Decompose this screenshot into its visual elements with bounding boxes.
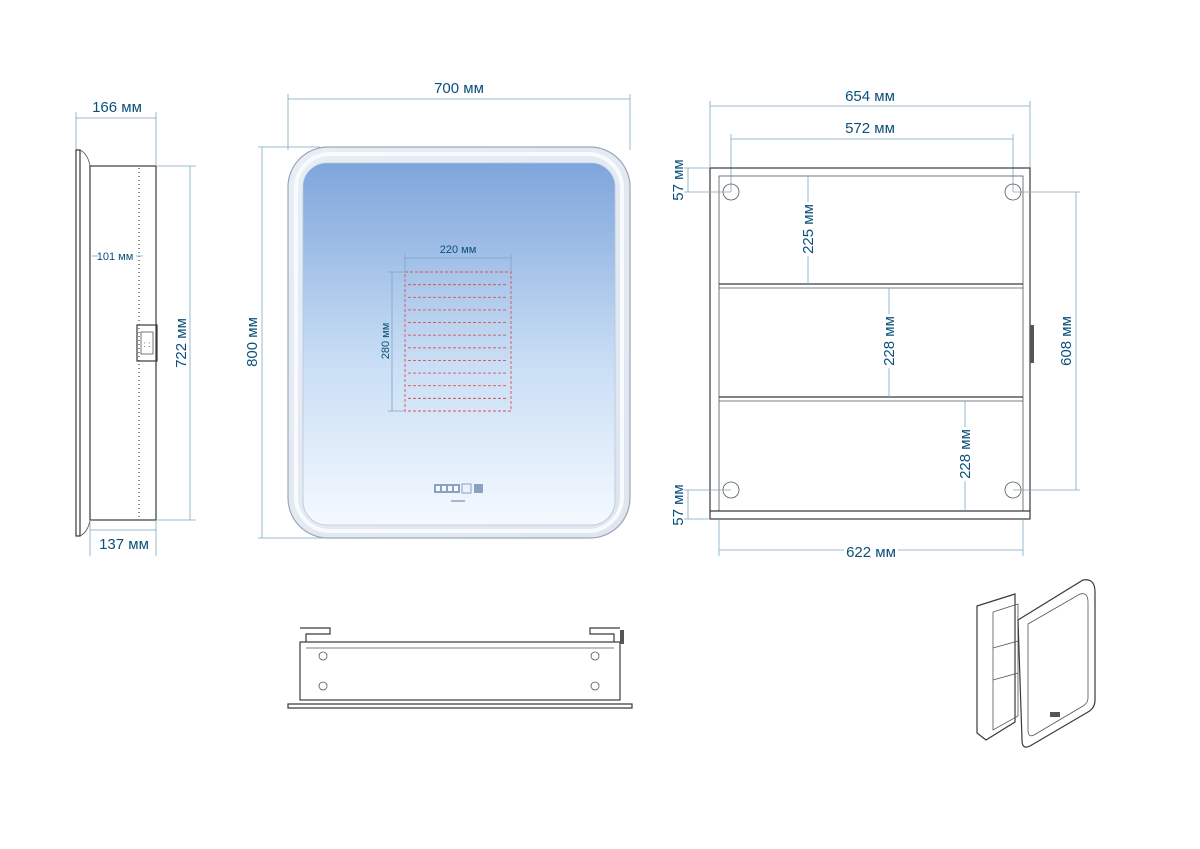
top-view (287, 627, 633, 709)
side-view: 166 мм : : 101 мм 722 мм 137 мм (75, 99, 196, 556)
side-height-label: 722 мм (173, 318, 190, 368)
interior-shelf-2-label: 228 мм (881, 316, 898, 366)
interior-mount-height-label: 608 мм (1058, 316, 1075, 366)
interior-mount-spacing-label: 572 мм (845, 120, 895, 137)
side-width-top-label: 166 мм (92, 99, 142, 116)
mirror-surface (302, 162, 616, 526)
heater-pad (408, 284, 508, 399)
interior-shelf-3-label: 228 мм (957, 429, 974, 479)
isometric-view (976, 579, 1096, 748)
interior-shelf-1-label: 225 мм (800, 204, 817, 254)
front-height-label: 800 мм (244, 317, 261, 367)
side-inner-depth-label: 101 мм (97, 251, 134, 263)
front-view: 700 мм 800 мм 220 мм 280 мм (244, 80, 631, 539)
side-width-bottom-label: 137 мм (99, 536, 149, 553)
heater-height-label: 280 мм (380, 323, 392, 360)
front-width-label: 700 мм (434, 80, 484, 97)
interior-top-offset-label: 57 мм (670, 159, 687, 200)
interior-bottom-offset-label: 57 мм (670, 484, 687, 525)
heater-width-label: 220 мм (440, 244, 477, 256)
interior-bottom-width-label: 622 мм (846, 544, 896, 561)
interior-outer-width-label: 654 мм (845, 88, 895, 105)
interior-view: 654 мм 572 мм 57 мм 57 мм 225 мм (670, 88, 1080, 564)
control-display (434, 483, 483, 502)
svg-text:: :: : : (144, 340, 151, 349)
